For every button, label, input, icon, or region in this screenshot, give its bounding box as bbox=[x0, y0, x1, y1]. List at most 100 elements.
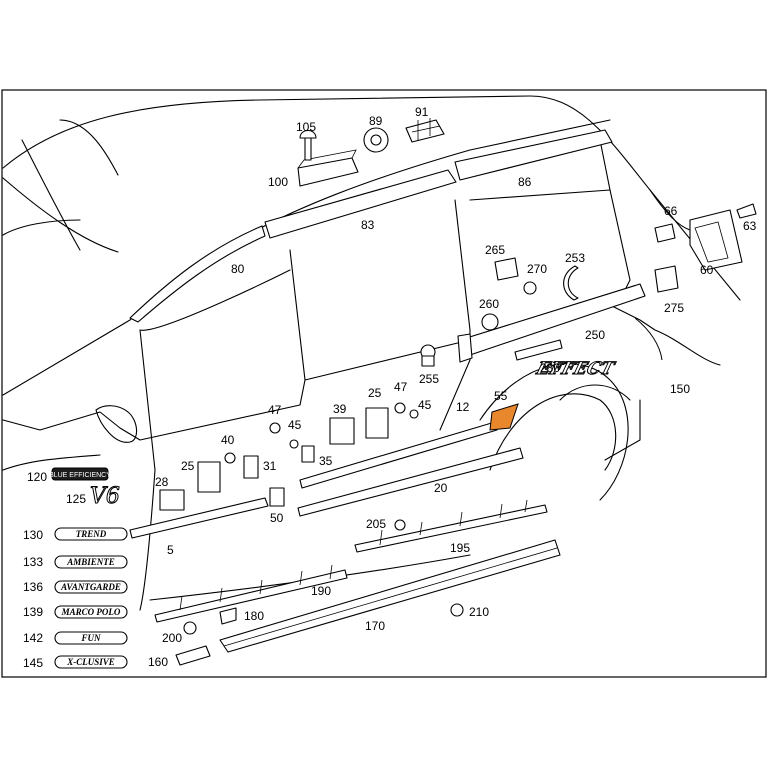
part-label-275: 275 bbox=[664, 301, 684, 315]
part-label-253: 253 bbox=[565, 251, 585, 265]
part-label-120: 120 bbox=[27, 470, 47, 484]
part-label-210: 210 bbox=[469, 605, 489, 619]
badge-142: FUN bbox=[54, 631, 128, 645]
part-label-139: 139 bbox=[23, 605, 43, 619]
clip-25b bbox=[365, 407, 389, 439]
roof-rail-86 bbox=[454, 129, 613, 181]
washer-205 bbox=[394, 519, 406, 531]
moulding-5 bbox=[129, 497, 269, 539]
part-label-20: 20 bbox=[434, 481, 448, 495]
part-label-145: 145 bbox=[23, 656, 43, 670]
part-label-150: 150 bbox=[670, 382, 690, 396]
clip-40 bbox=[224, 452, 236, 464]
badge-133: AMBIENTE bbox=[54, 555, 128, 569]
v6-script: V6 bbox=[90, 484, 120, 509]
part-label-12: 12 bbox=[456, 400, 470, 414]
clip-45b bbox=[409, 409, 419, 419]
badge-136: AVANTGARDE bbox=[54, 580, 128, 594]
end-cap-55 bbox=[489, 403, 519, 431]
badge-139: MARCO POLO bbox=[54, 605, 128, 619]
part-label-50: 50 bbox=[270, 511, 284, 525]
clip-39 bbox=[329, 417, 355, 445]
part-label-170: 170 bbox=[365, 619, 385, 633]
part-label-86: 86 bbox=[518, 175, 532, 189]
part-labels: 5 12 20 25 25 28 31 35 39 40 45 45 47 47… bbox=[23, 105, 757, 670]
part-label-190: 190 bbox=[311, 584, 331, 598]
clip-strip-190 bbox=[154, 564, 348, 623]
badge-142-text: FUN bbox=[80, 633, 101, 643]
part-label-105: 105 bbox=[296, 120, 316, 134]
part-label-89: 89 bbox=[369, 114, 383, 128]
part-label-25b: 25 bbox=[368, 386, 382, 400]
badge-145: X-CLUSIVE bbox=[54, 655, 128, 669]
part-label-66: 66 bbox=[664, 204, 678, 218]
part-label-55: 55 bbox=[494, 389, 508, 403]
part-label-250: 250 bbox=[585, 328, 605, 342]
part-label-160: 160 bbox=[148, 655, 168, 669]
clip-31 bbox=[243, 455, 259, 479]
part-label-25a: 25 bbox=[181, 459, 195, 473]
grommet-200 bbox=[183, 621, 197, 635]
diagram-frame bbox=[1, 89, 767, 678]
clip-strip-195 bbox=[354, 499, 548, 553]
part-label-47b: 47 bbox=[394, 380, 408, 394]
clip-28 bbox=[159, 489, 185, 511]
end-cap-66 bbox=[654, 223, 676, 243]
part-label-40: 40 bbox=[221, 433, 235, 447]
nut-270 bbox=[523, 281, 537, 295]
badge-136-text: AVANTGARDE bbox=[60, 582, 121, 592]
badge-130-text: TREND bbox=[76, 529, 107, 539]
part-label-136: 136 bbox=[23, 580, 43, 594]
part-label-270: 270 bbox=[527, 262, 547, 276]
part-label-130: 130 bbox=[23, 528, 43, 542]
clip-91 bbox=[405, 118, 445, 143]
leader-150 bbox=[634, 317, 663, 361]
part-label-47a: 47 bbox=[268, 403, 282, 417]
part-label-60: 60 bbox=[700, 263, 714, 277]
clip-47a bbox=[269, 422, 281, 434]
part-label-142: 142 bbox=[23, 631, 43, 645]
moulding-250 bbox=[457, 283, 646, 363]
clip-47b bbox=[394, 402, 406, 414]
badge-130: TREND bbox=[54, 527, 128, 541]
part-label-83: 83 bbox=[361, 218, 375, 232]
sill-panel-170 bbox=[219, 539, 561, 653]
part-label-63: 63 bbox=[743, 219, 757, 233]
badge-139-text: MARCO POLO bbox=[61, 607, 121, 617]
part-label-35: 35 bbox=[319, 454, 333, 468]
part-label-45a: 45 bbox=[288, 418, 302, 432]
part-label-28: 28 bbox=[155, 475, 169, 489]
svg-text:BLUE EFFICIENCY: BLUE EFFICIENCY bbox=[49, 472, 111, 479]
clip-25a bbox=[197, 461, 221, 493]
part-label-255: 255 bbox=[419, 372, 439, 386]
part-label-39: 39 bbox=[333, 402, 347, 416]
part-label-205: 205 bbox=[366, 517, 386, 531]
effect-script: EFFECT bbox=[533, 359, 617, 379]
clip-253 bbox=[563, 265, 579, 301]
plug-160 bbox=[175, 645, 211, 666]
clip-260 bbox=[481, 313, 499, 331]
part-label-45b: 45 bbox=[418, 398, 432, 412]
clip-180 bbox=[219, 607, 237, 625]
part-label-125: 125 bbox=[66, 492, 86, 506]
clip-35 bbox=[301, 445, 315, 463]
moulding-20 bbox=[297, 447, 524, 517]
clip-265 bbox=[494, 257, 519, 281]
cap-275 bbox=[654, 265, 679, 293]
part-label-133: 133 bbox=[23, 555, 43, 569]
bracket-60 bbox=[689, 209, 743, 271]
grommet-89 bbox=[363, 127, 389, 153]
part-label-265: 265 bbox=[485, 243, 505, 257]
clip-45a bbox=[289, 439, 299, 449]
part-label-31: 31 bbox=[263, 459, 277, 473]
screw-63 bbox=[736, 203, 757, 219]
strip-280 bbox=[514, 339, 563, 361]
part-label-80: 80 bbox=[231, 262, 245, 276]
roof-rail-83 bbox=[264, 169, 457, 239]
screw-210 bbox=[450, 603, 464, 617]
moulding-12 bbox=[299, 421, 498, 489]
part-label-100: 100 bbox=[268, 175, 288, 189]
bolt-255 bbox=[420, 344, 436, 367]
clip-50 bbox=[269, 487, 285, 507]
